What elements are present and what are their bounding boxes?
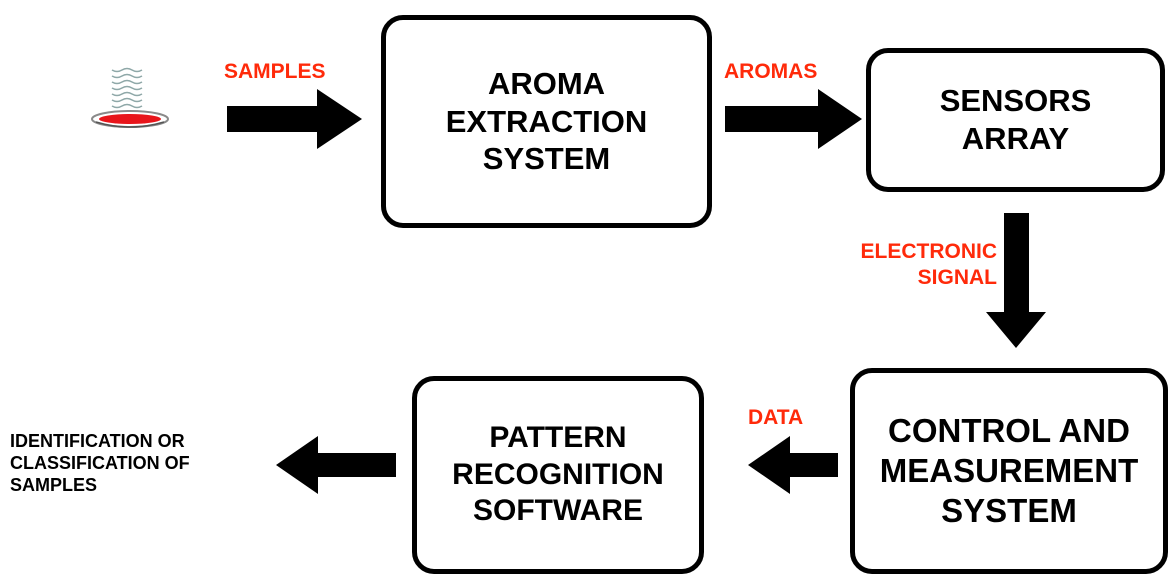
steaming-dish-icon: [91, 67, 169, 128]
data-label: DATA: [748, 406, 804, 429]
data-arrow: [748, 436, 838, 494]
aroma-extraction-system-box: AROMA EXTRACTION SYSTEM: [381, 15, 712, 228]
control-measurement-system-box: CONTROL AND MEASUREMENT SYSTEM: [850, 368, 1168, 574]
output-arrow: [276, 436, 396, 494]
electronic-signal-label: ELECTRONIC SIGNAL: [860, 240, 998, 289]
sensors-array-box: SENSORS ARRAY: [866, 48, 1165, 192]
aromas-arrow: [725, 89, 862, 149]
samples-label: SAMPLES: [224, 60, 326, 83]
pattern-recognition-software-box: PATTERN RECOGNITION SOFTWARE: [412, 376, 704, 574]
aromas-label: AROMAS: [724, 60, 818, 83]
samples-arrow: [227, 89, 362, 149]
output-label: IDENTIFICATION OR CLASSIFICATION OF SAMP…: [10, 431, 190, 495]
